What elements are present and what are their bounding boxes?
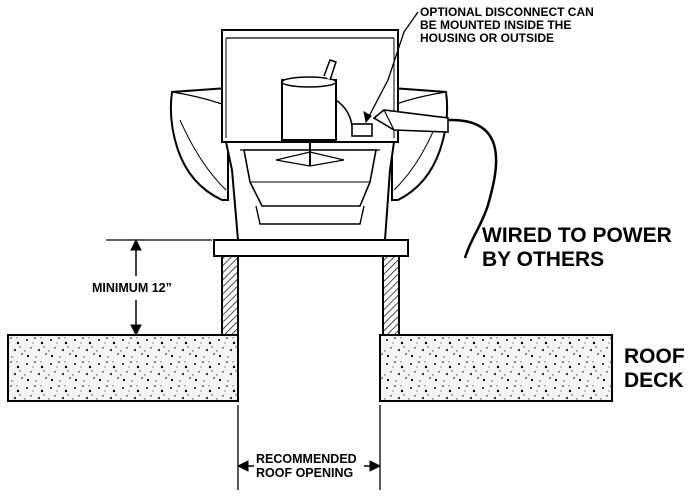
disconnect-leader-arrow <box>363 111 372 124</box>
roof-deck-label: ROOF DECK <box>624 345 685 392</box>
minimum-height-dimension <box>106 238 212 337</box>
roof-opening-label: RECOMMENDED ROOF OPENING <box>256 452 357 480</box>
roof-deck-left-slab <box>7 334 239 402</box>
disconnect-leader <box>365 11 419 123</box>
exhaust-fan <box>169 29 449 241</box>
roof-deck-right-slab <box>379 334 613 402</box>
fan-shroud-left <box>169 86 229 201</box>
disconnect-box <box>351 123 373 137</box>
disconnect-note: OPTIONAL DISCONNECT CAN BE MOUNTED INSID… <box>420 5 594 45</box>
roof-deck <box>7 334 613 402</box>
roof-curb <box>213 239 409 336</box>
roof-opening-dimension <box>236 405 382 490</box>
wired-to-power-note: WIRED TO POWER BY OTHERS <box>482 224 672 271</box>
curb-cap <box>213 239 409 257</box>
power-wire <box>447 118 498 259</box>
minimum-height-label: MINIMUM 12” <box>92 281 172 295</box>
fan-motor <box>281 79 337 141</box>
